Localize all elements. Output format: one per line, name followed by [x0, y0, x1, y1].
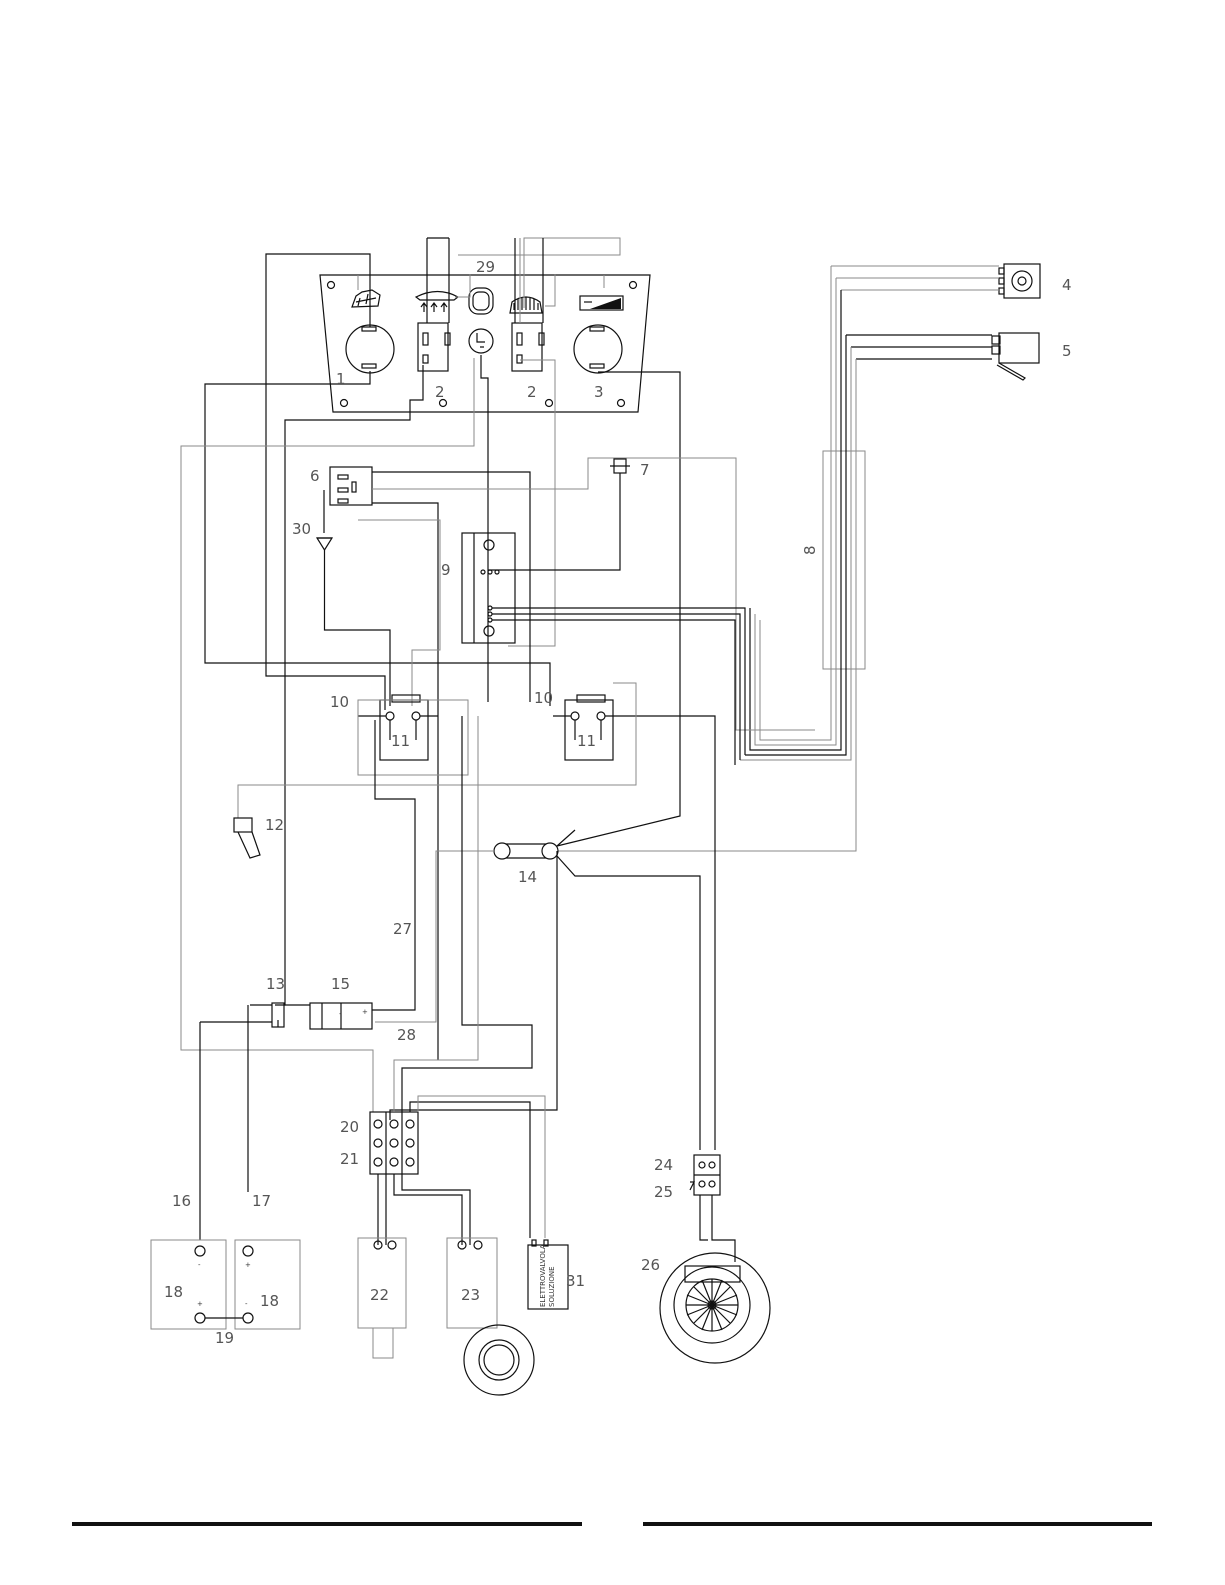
- switch-1: [346, 325, 394, 373]
- label-30: 30: [292, 520, 311, 538]
- wiring: [181, 238, 680, 1112]
- battery-18-right: [205, 1240, 300, 1329]
- label-13: 13: [266, 975, 285, 993]
- label-11b: 11: [577, 732, 596, 750]
- label-15: 15: [331, 975, 350, 993]
- label-10a: 10: [330, 693, 349, 711]
- label-23: 23: [461, 1286, 480, 1304]
- valve-text-line2: SOLUZIONE: [548, 1266, 556, 1307]
- label-18b: 18: [260, 1292, 279, 1310]
- squeegee-icon: [416, 292, 458, 313]
- label-9: 9: [441, 561, 451, 579]
- valve-text-line1: ELETTROVALVOLA: [539, 1244, 547, 1307]
- diode-icon: [317, 538, 390, 706]
- label-25: 25: [654, 1183, 673, 1201]
- label-11a: 11: [391, 732, 410, 750]
- label-16: 16: [172, 1192, 191, 1210]
- label-19: 19: [215, 1329, 234, 1347]
- battery-left-minus: -: [198, 1261, 201, 1269]
- label-4: 4: [1062, 276, 1072, 294]
- label-6: 6: [310, 467, 320, 485]
- relay-2-left: [418, 323, 448, 371]
- motor-23: [447, 1238, 534, 1395]
- breaker-15: [310, 720, 415, 1029]
- valve-text: ELETTROVALVOLA SOLUZIONE: [539, 1244, 556, 1307]
- battery-18-left: [151, 1240, 226, 1329]
- label-27: 27: [393, 920, 412, 938]
- fan-motor-icon: [660, 1253, 770, 1363]
- reference-numbers: 1 2 2 3 29 4 5 6 7 8 9 30 10 10 11 11 12…: [164, 258, 1072, 1347]
- relay-6: [324, 458, 815, 1060]
- label-26: 26: [641, 1256, 660, 1274]
- connector-24-25: [690, 1155, 735, 1262]
- label-29: 29: [476, 258, 495, 276]
- relay-2-right: [512, 323, 542, 371]
- label-18a: 18: [164, 1283, 183, 1301]
- label-28: 28: [397, 1026, 416, 1044]
- label-21: 21: [340, 1150, 359, 1168]
- battery-right-plus: +: [245, 1261, 251, 1269]
- battery-right-minus: -: [245, 1300, 248, 1308]
- speed-gauge-icon: [580, 296, 623, 310]
- label-17: 17: [252, 1192, 271, 1210]
- battery-left-plus: +: [197, 1300, 203, 1308]
- connector-5: [992, 333, 1039, 380]
- breaker-plus: +: [362, 1008, 368, 1016]
- label-31: 31: [566, 1272, 585, 1290]
- harness-8: [557, 266, 999, 851]
- switch-12: [234, 818, 260, 858]
- label-20: 20: [340, 1118, 359, 1136]
- label-12: 12: [265, 816, 284, 834]
- label-10b: 10: [534, 689, 553, 707]
- label-24: 24: [654, 1156, 673, 1174]
- label-5: 5: [1062, 342, 1072, 360]
- label-2b: 2: [527, 383, 537, 401]
- label-3: 3: [594, 383, 604, 401]
- label-22: 22: [370, 1286, 389, 1304]
- label-1: 1: [336, 370, 346, 388]
- connector-4: [999, 264, 1040, 298]
- label-8: 8: [801, 545, 819, 555]
- relay-10-right: [238, 683, 715, 1150]
- label-2a: 2: [435, 383, 445, 401]
- terminal-block-20-21: [370, 716, 545, 1245]
- switch-7: [488, 459, 630, 570]
- key-switch-icon: [469, 288, 493, 353]
- label-7: 7: [640, 461, 650, 479]
- brush-icon: [352, 290, 380, 307]
- switch-3: [574, 325, 622, 373]
- label-14: 14: [518, 868, 537, 886]
